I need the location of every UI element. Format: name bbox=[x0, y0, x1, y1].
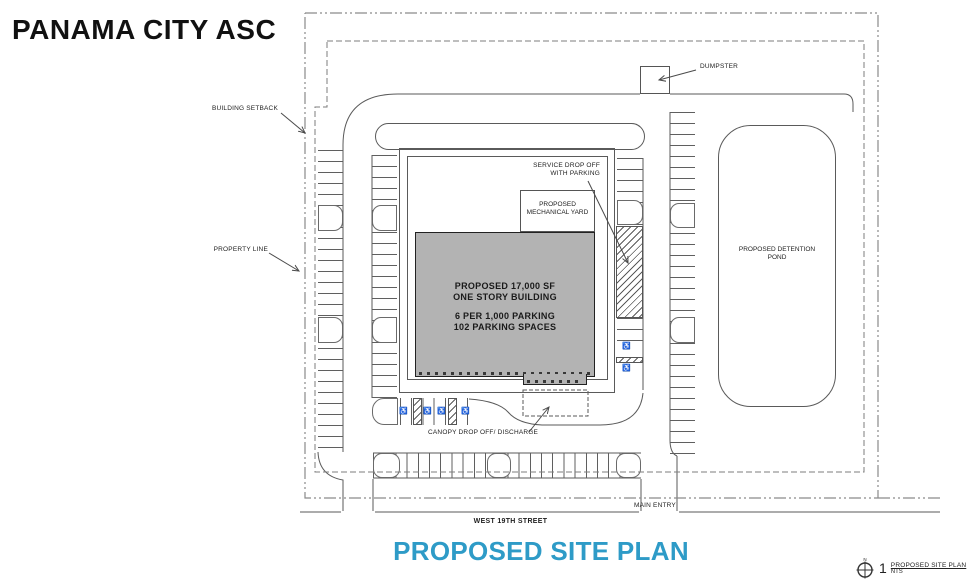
parking-island bbox=[373, 453, 400, 478]
building-label: PROPOSED 17,000 SF ONE STORY BUILDING 6 … bbox=[416, 281, 594, 332]
building-label-line1: PROPOSED 17,000 SF bbox=[454, 281, 556, 291]
mechanical-yard-label: PROPOSED MECHANICAL YARD bbox=[520, 201, 595, 217]
property-line-leader bbox=[268, 252, 299, 271]
parking-stalls-east-outer bbox=[670, 112, 695, 455]
drive-aisle-west-edge bbox=[342, 93, 640, 452]
building-label-line2: ONE STORY BUILDING bbox=[453, 291, 557, 302]
west-entry-west-curb bbox=[317, 451, 344, 511]
parking-island bbox=[318, 317, 343, 343]
accessible-parking-row bbox=[400, 398, 470, 425]
parking-island bbox=[372, 205, 397, 231]
accessible-icon: ♿ bbox=[622, 343, 631, 350]
landscape-island-north bbox=[375, 123, 645, 150]
parking-island bbox=[670, 203, 695, 228]
accessible-icon: ♿ bbox=[461, 408, 470, 415]
parking-island bbox=[617, 200, 643, 225]
parking-island bbox=[616, 453, 641, 478]
accessible-icon: ♿ bbox=[437, 408, 446, 415]
service-drop-off-label-line2: WITH PARKING bbox=[550, 170, 600, 177]
accessible-aisle-hatch-east bbox=[616, 357, 643, 363]
title-block: N 1 PROPOSED SITE PLAN NTS bbox=[855, 556, 966, 580]
accessible-icon: ♿ bbox=[622, 365, 631, 372]
canopy-column-ticks bbox=[527, 380, 583, 383]
building-setback-label: BUILDING SETBACK bbox=[211, 105, 278, 112]
detention-pond-label-line2: POND bbox=[767, 254, 787, 261]
service-drop-off-label-line1: SERVICE DROP OFF bbox=[533, 162, 600, 169]
curb-island-canopy bbox=[372, 398, 398, 425]
service-drop-off-leader bbox=[587, 180, 628, 263]
drive-aisle-north-edge bbox=[670, 93, 854, 112]
north-arrow-n: N bbox=[863, 557, 866, 562]
mechanical-yard-box bbox=[520, 190, 595, 232]
detention-pond-outline bbox=[718, 125, 836, 407]
sheet-number: 1 bbox=[879, 560, 887, 576]
service-parking-hatch bbox=[616, 226, 643, 318]
canopy-drive-curb bbox=[468, 392, 644, 426]
parking-stalls-west-inner bbox=[372, 155, 397, 398]
page-title: PANAMA CITY ASC bbox=[12, 14, 277, 45]
canopy-leader bbox=[528, 407, 549, 433]
detention-pond-label-line1: PROPOSED DETENTION bbox=[738, 246, 816, 253]
building-label-line3: 6 PER 1,000 PARKING bbox=[454, 311, 556, 321]
building-setback-leader bbox=[280, 112, 305, 133]
parking-stalls-west-outer bbox=[318, 150, 343, 452]
main-entry-label: MAIN ENTRY bbox=[634, 502, 676, 509]
property-line-label: PROPERTY LINE bbox=[213, 246, 268, 253]
proposed-building: PROPOSED 17,000 SF ONE STORY BUILDING 6 … bbox=[415, 232, 595, 377]
mechanical-yard-label-line2: MECHANICAL YARD bbox=[526, 209, 589, 216]
building-pad-inner bbox=[407, 156, 608, 380]
parking-island bbox=[372, 317, 397, 343]
drawing-name: PROPOSED SITE PLAN bbox=[890, 561, 967, 569]
detention-pond-label: PROPOSED DETENTION POND bbox=[718, 246, 836, 262]
canopy-outline bbox=[522, 389, 589, 417]
parking-island bbox=[670, 317, 695, 343]
parking-stalls-east-inner-lower bbox=[617, 318, 643, 342]
title-block-text: PROPOSED SITE PLAN NTS bbox=[891, 562, 966, 575]
proposed-building-entry-bay bbox=[523, 374, 587, 385]
service-drop-off-label: SERVICE DROP OFF WITH PARKING bbox=[505, 162, 600, 178]
dumpster-label: DUMPSTER bbox=[700, 63, 739, 70]
canopy-column-ticks bbox=[419, 372, 591, 375]
parking-island bbox=[318, 205, 343, 231]
building-label-line4: 102 PARKING SPACES bbox=[453, 321, 557, 332]
accessible-icon: ♿ bbox=[399, 408, 408, 415]
mechanical-yard-label-line1: PROPOSED bbox=[539, 201, 576, 208]
property-line bbox=[304, 12, 940, 499]
canopy-label: CANOPY DROP OFF/ DISCHARGE bbox=[428, 429, 539, 436]
drawing-scale: NTS bbox=[890, 568, 903, 575]
parking-island bbox=[487, 453, 511, 478]
north-arrow-icon: N bbox=[856, 557, 874, 579]
plan-subtitle: PROPOSED SITE PLAN bbox=[393, 536, 689, 566]
street-label: WEST 19TH STREET bbox=[473, 518, 548, 525]
building-setback-line bbox=[314, 40, 865, 473]
accessible-aisle-hatch bbox=[413, 398, 422, 425]
accessible-icon: ♿ bbox=[423, 408, 432, 415]
dumpster-leader bbox=[659, 69, 697, 80]
accessible-aisle-hatch bbox=[448, 398, 457, 425]
building-pad-outer bbox=[399, 148, 615, 393]
